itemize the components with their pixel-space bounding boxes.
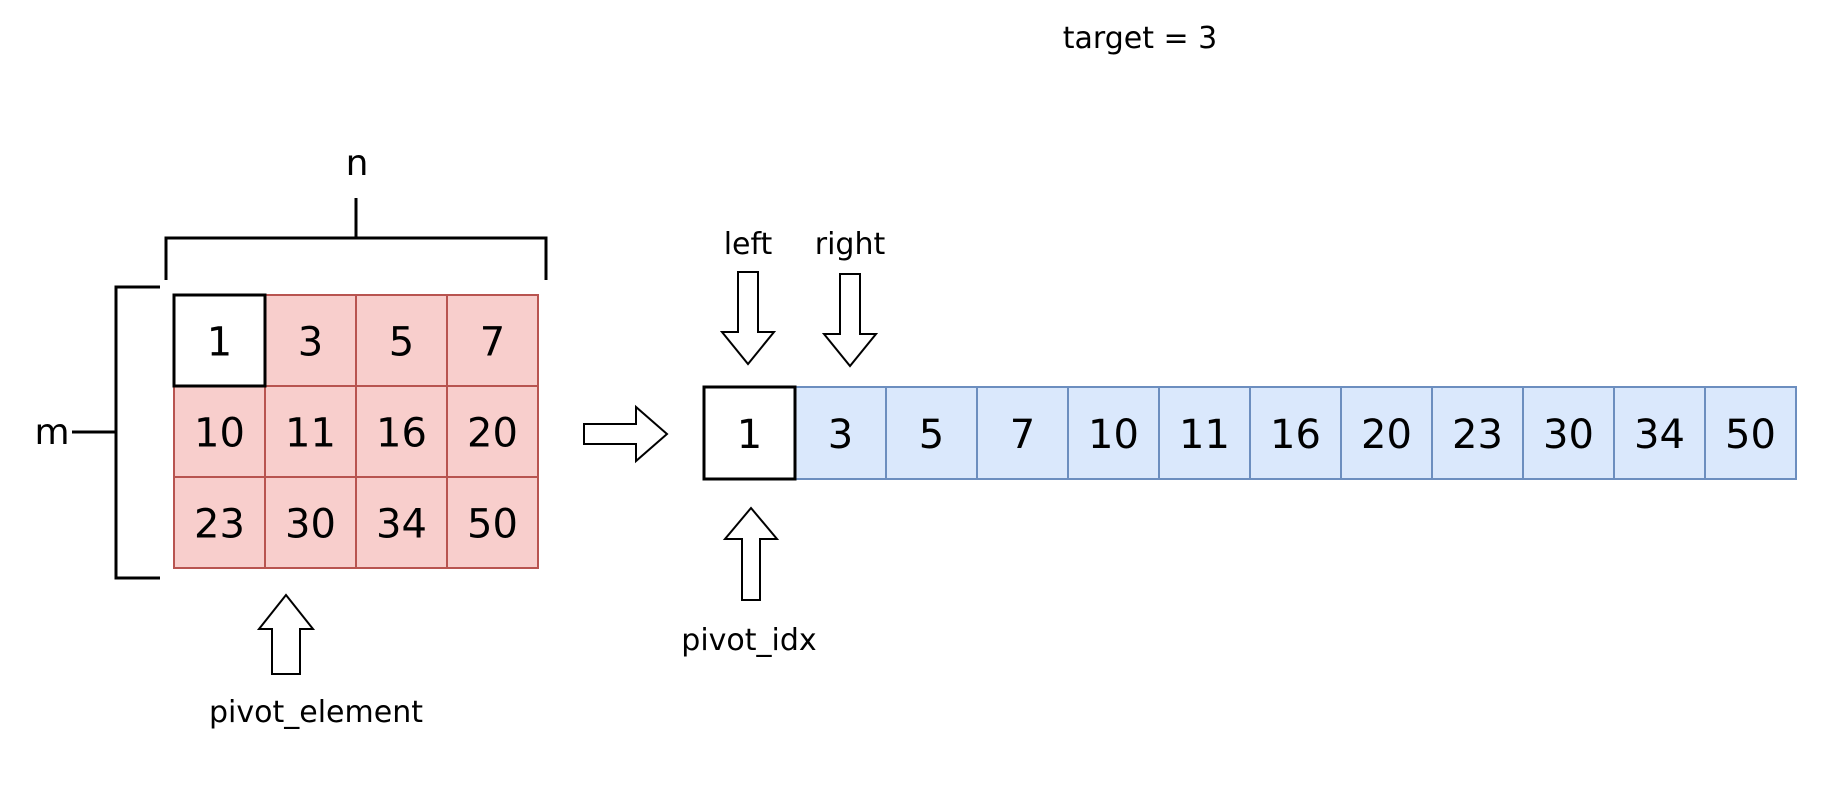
pivot-element-label: pivot_element [209, 695, 423, 730]
matrix-cell: 16 [355, 385, 448, 478]
matrix-cell: 10 [173, 385, 266, 478]
matrix-cell: 34 [355, 476, 448, 569]
array-cell: 1 [702, 385, 797, 481]
matrix-cell-value: 7 [480, 320, 505, 366]
array-cell: 3 [794, 386, 887, 480]
matrix-cell-value: 30 [285, 502, 336, 548]
matrix-cell-value: 10 [194, 411, 245, 457]
array-cell-value: 30 [1543, 412, 1594, 458]
matrix-cell-value: 11 [285, 411, 336, 457]
matrix-cell: 30 [264, 476, 357, 569]
matrix-cell: 7 [446, 294, 539, 387]
matrix-grid: 3 5 7 10 11 16 20 23 30 34 50 1 [172, 293, 539, 569]
array-cell-value: 7 [1010, 412, 1035, 458]
right-label: right [815, 227, 886, 262]
array-cell: 20 [1340, 386, 1433, 480]
array-cell-value: 50 [1725, 412, 1776, 458]
array-cell: 11 [1158, 386, 1251, 480]
pivot-idx-label: pivot_idx [681, 623, 816, 658]
pivot-element-arrow [256, 593, 316, 675]
m-label: m [34, 412, 69, 453]
array-cell-value: 1 [737, 412, 762, 458]
matrix-cell: 11 [264, 385, 357, 478]
array-cell-value: 23 [1452, 412, 1503, 458]
array-cell: 30 [1522, 386, 1615, 480]
array-cell: 7 [976, 386, 1069, 480]
matrix-cell-value: 1 [207, 320, 232, 366]
matrix-cell: 1 [172, 293, 267, 388]
matrix-cell-value: 23 [194, 502, 245, 548]
array-cell: 23 [1431, 386, 1524, 480]
matrix-cell: 5 [355, 294, 448, 387]
left-label: left [724, 227, 773, 262]
matrix-cell: 50 [446, 476, 539, 569]
n-label: n [346, 143, 369, 184]
array-cell: 50 [1704, 386, 1797, 480]
m-bracket: m [34, 285, 160, 580]
matrix-cell: 20 [446, 385, 539, 478]
matrix-cell-value: 5 [389, 320, 414, 366]
array-cell: 10 [1067, 386, 1160, 480]
array-cell-value: 16 [1270, 412, 1321, 458]
matrix-cell-value: 34 [376, 502, 427, 548]
matrix-cell-value: 16 [376, 411, 427, 457]
array-cell-value: 3 [828, 412, 853, 458]
array-cell-value: 34 [1634, 412, 1685, 458]
array-cell-value: 20 [1361, 412, 1412, 458]
right-arrow [821, 273, 879, 368]
array-cell-value: 11 [1179, 412, 1230, 458]
pivot-idx-arrow [722, 506, 780, 601]
array-cell: 34 [1613, 386, 1706, 480]
matrix-cell: 23 [173, 476, 266, 569]
left-arrow [719, 271, 777, 366]
matrix-cell-value: 3 [298, 320, 323, 366]
array-cell-value: 5 [919, 412, 944, 458]
transform-arrow [583, 404, 669, 464]
matrix-cell-value: 50 [467, 502, 518, 548]
array-cell: 5 [885, 386, 978, 480]
array-cell: 16 [1249, 386, 1342, 480]
array-cell-value: 10 [1088, 412, 1139, 458]
n-bracket: n [164, 143, 548, 280]
target-label: target = 3 [1063, 21, 1218, 56]
matrix-cell: 3 [264, 294, 357, 387]
matrix-cell-value: 20 [467, 411, 518, 457]
flattened-array: 3 5 7 10 11 16 20 23 30 34 50 1 [702, 385, 1797, 481]
